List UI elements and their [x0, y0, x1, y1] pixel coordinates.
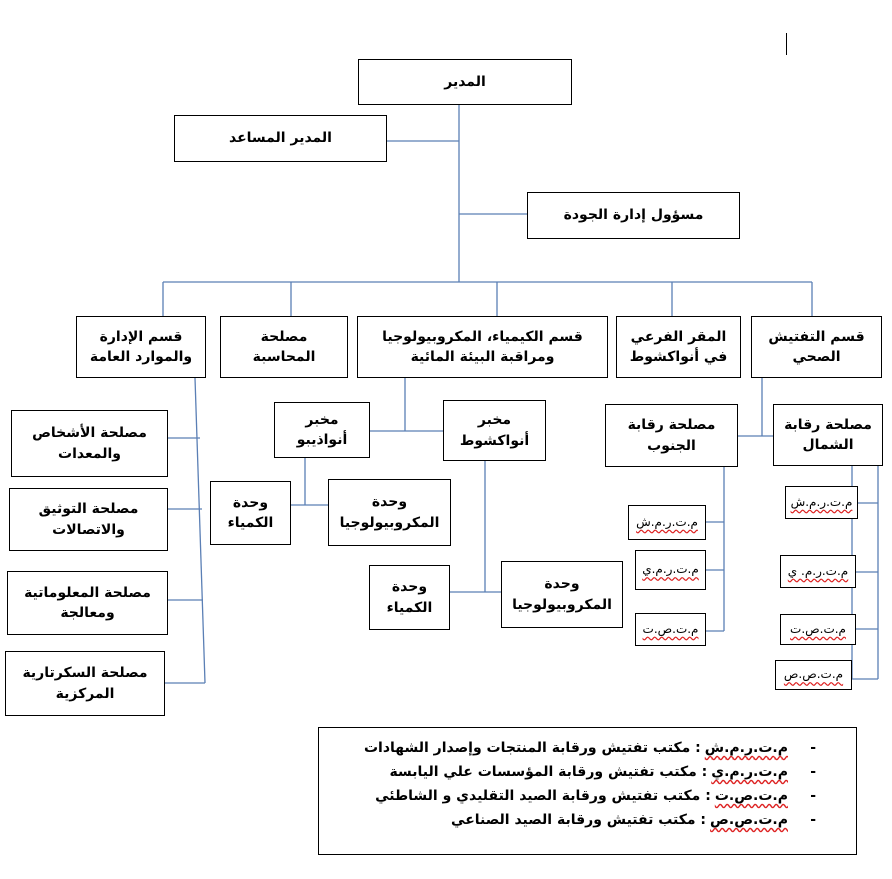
legend-code: م.ت.ر.م.ش: [704, 740, 788, 756]
unit-chemistry-nouadhibou-label: وحدة الكمياء: [227, 494, 274, 531]
legend-dash: -: [810, 764, 816, 780]
south-office-3-label: م.ت.ص.ت: [642, 621, 699, 636]
chemistry-dept-label: قسم الكيمياء، المكروبيولوجيا ومراقبة الب…: [382, 328, 583, 365]
admin-dept-box: قسم الإدارة والموارد العامة: [76, 316, 206, 378]
legend-code: م.ت.ص.ت: [714, 788, 788, 804]
chemistry-dept-box: قسم الكيمياء، المكروبيولوجيا ومراقبة الب…: [357, 316, 608, 378]
north-office-4-label: م.ت.ص.ص: [783, 667, 844, 682]
north-office-1: م.ت.ر.م.ش: [785, 486, 858, 519]
south-office-2: م.ت.ر.م.ي: [635, 550, 706, 590]
legend-box: - م.ت.ر.م.ش: مكتب تفتيش ورقابة المنتجات و…: [318, 727, 857, 855]
unit-chemistry-nouakchott-label: وحدة الكمياء: [386, 579, 433, 616]
accounting-service-box: مصلحة المحاسبة: [220, 316, 348, 378]
assistant-director-label: المدير المساعد: [229, 130, 332, 147]
inspection-dept-label: قسم التفتيش الصحي: [768, 328, 865, 365]
south-office-1: م.ت.ر.م.ش: [628, 505, 706, 540]
south-control-label: مصلحة رقابة الجنوب: [627, 417, 716, 454]
legend-item: - م.ت.ر.م.ي: مكتب تفتيش ورقابة المؤسسات ع…: [329, 760, 816, 784]
secretariat-service-label: مصلحة السكرتارية المركزية: [22, 665, 148, 702]
documentation-service-box: مصلحة التوثيق والاتصالات: [9, 488, 168, 551]
secretariat-service-box: مصلحة السكرتارية المركزية: [5, 651, 165, 716]
inspection-dept-box: قسم التفتيش الصحي: [751, 316, 882, 378]
unit-microbiology-nouakchott-label: وحدة المكروبيولوجيا: [512, 576, 612, 613]
north-office-3-label: م.ت.ص.ت: [790, 621, 846, 636]
lab-nouakchott-box: مخبر أنواكشوط: [443, 400, 546, 461]
lab-nouadhibou-label: مخبر أنواذيبو: [296, 411, 348, 448]
unit-microbiology-nouadhibou-box: وحدة المكروبيولوجيا: [328, 479, 451, 546]
north-control-label: مصلحة رقابة الشمال: [784, 416, 872, 453]
quality-manager-label: مسؤول إدارة الجودة: [563, 207, 704, 224]
unit-microbiology-nouadhibou-label: وحدة المكروبيولوجيا: [339, 494, 440, 531]
legend-dash: -: [810, 740, 816, 756]
legend-text: : مكتب تفتيش ورقابة المنتجات وإصدار الشه…: [363, 740, 701, 756]
admin-dept-label: قسم الإدارة والموارد العامة: [89, 328, 193, 365]
unit-microbiology-nouakchott-box: وحدة المكروبيولوجيا: [501, 561, 623, 628]
legend-item: - م.ت.ص.ت: مكتب تفتيش ورقابة الصيد التقلي…: [329, 784, 816, 808]
legend-text: : مكتب تفتيش ورقابة الصيد الصناعي: [451, 812, 707, 828]
branch-office-box: المقر الفرعي في أنواكشوط: [616, 316, 741, 378]
legend-code: م.ت.ص.ص: [710, 812, 788, 828]
unit-chemistry-nouakchott-box: وحدة الكمياء: [369, 565, 450, 630]
north-office-3: م.ت.ص.ت: [780, 614, 856, 645]
branch-office-label: المقر الفرعي في أنواكشوط: [629, 328, 728, 365]
people-equipment-service-label: مصلحة الأشخاص والمعدات: [32, 425, 147, 462]
north-office-4: م.ت.ص.ص: [775, 660, 852, 690]
north-office-2: م.ت.ر.م. ي: [780, 555, 856, 588]
director-box: المدير: [358, 59, 572, 105]
informatics-service-box: مصلحة المعلوماتية ومعالجة: [7, 571, 168, 635]
legend-code: م.ت.ر.م.ي: [711, 764, 788, 780]
legend-dash: -: [810, 812, 816, 828]
legend-dash: -: [810, 788, 816, 804]
accounting-service-label: مصلحة المحاسبة: [252, 328, 316, 365]
north-office-2-label: م.ت.ر.م. ي: [787, 563, 849, 578]
legend-text: : مكتب تفتيش ورقابة الصيد التقليدي و الش…: [375, 788, 711, 804]
text-cursor: [786, 33, 787, 55]
informatics-service-label: مصلحة المعلوماتية ومعالجة: [24, 584, 151, 621]
quality-manager-box: مسؤول إدارة الجودة: [527, 192, 740, 239]
south-office-1-label: م.ت.ر.م.ش: [636, 514, 698, 529]
documentation-service-label: مصلحة التوثيق والاتصالات: [38, 501, 139, 538]
lab-nouakchott-label: مخبر أنواكشوط: [459, 412, 530, 449]
people-equipment-service-box: مصلحة الأشخاص والمعدات: [11, 410, 168, 477]
south-control-box: مصلحة رقابة الجنوب: [605, 404, 738, 467]
north-control-box: مصلحة رقابة الشمال: [773, 404, 883, 466]
director-label: المدير: [444, 73, 486, 90]
south-office-2-label: م.ت.ر.م.ي: [642, 562, 699, 577]
legend-text: : مكتب تفتيش ورقابة المؤسسات علي اليابسة: [389, 764, 708, 780]
unit-chemistry-nouadhibou-box: وحدة الكمياء: [210, 481, 291, 545]
legend-item: - م.ت.ص.ص: مكتب تفتيش ورقابة الصيد الصناع…: [329, 808, 816, 832]
south-office-3: م.ت.ص.ت: [635, 613, 706, 646]
assistant-director-box: المدير المساعد: [174, 115, 387, 162]
legend-item: - م.ت.ر.م.ش: مكتب تفتيش ورقابة المنتجات و…: [329, 736, 816, 760]
lab-nouadhibou-box: مخبر أنواذيبو: [274, 402, 370, 458]
north-office-1-label: م.ت.ر.م.ش: [790, 494, 853, 509]
